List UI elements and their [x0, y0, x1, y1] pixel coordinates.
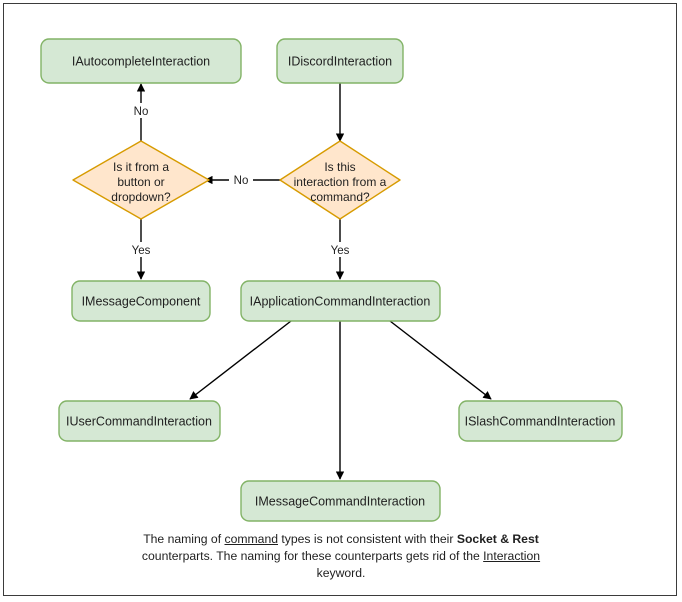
decision-button-line-2: button or: [117, 175, 164, 189]
node-autocomplete-interaction[interactable]: IAutocompleteInteraction: [40, 38, 242, 84]
node-message-component[interactable]: IMessageComponent: [71, 280, 211, 322]
node-slash-command-interaction[interactable]: ISlashCommandInteraction: [458, 400, 623, 442]
node-label-message-component: IMessageComponent: [82, 294, 201, 308]
edge-label-no-left: No: [134, 106, 149, 118]
caption-line3-part1: counterparts gets rid of the: [334, 549, 484, 563]
node-label-app-command: IApplicationCommandInteraction: [250, 294, 431, 308]
caption-line3-part2: keyword.: [316, 566, 366, 580]
caption-line2-rest: counterparts. The naming for these: [141, 549, 332, 563]
edge-decision-command-to-app-command: Yes: [327, 219, 354, 280]
node-discord-interaction[interactable]: IDiscordInteraction: [276, 38, 404, 84]
node-decision-from-command[interactable]: Is this interaction from a command?: [279, 140, 401, 220]
diagram-caption: The naming of command types is not consi…: [141, 531, 541, 582]
edge-label-yes-left: Yes: [132, 245, 151, 257]
decision-button-line-1: Is it from a: [113, 160, 169, 174]
edge-label-yes-right: Yes: [331, 245, 350, 257]
node-user-command-interaction[interactable]: IUserCommandInteraction: [58, 400, 221, 442]
node-label-discord: IDiscordInteraction: [288, 54, 392, 68]
caption-line1-part1: The naming of: [143, 532, 225, 546]
decision-command-line-3: command?: [310, 190, 370, 204]
edge-decision-button-to-autocomplete: No: [129, 83, 153, 141]
caption-line2-bold: Socket & Rest: [456, 532, 539, 546]
edge-decision-command-to-decision-button: No: [204, 172, 281, 187]
node-label-message-command: IMessageCommandInteraction: [255, 494, 425, 508]
caption-line1-underline: command: [224, 532, 278, 546]
caption-line1-part2: types is not consistent with their: [278, 532, 454, 546]
node-application-command-interaction[interactable]: IApplicationCommandInteraction: [240, 280, 441, 322]
edge-app-command-to-slash-command: [389, 320, 492, 400]
node-label-slash-command: ISlashCommandInteraction: [465, 414, 616, 428]
node-decision-button-or-dropdown[interactable]: Is it from a button or dropdown?: [72, 140, 210, 220]
decision-command-line-2: interaction from a: [294, 175, 387, 189]
edge-label-no-middle: No: [234, 175, 249, 187]
node-label-autocomplete: IAutocompleteInteraction: [72, 54, 210, 68]
edge-decision-button-to-message-component: Yes: [128, 219, 155, 280]
decision-button-line-3: dropdown?: [111, 190, 171, 204]
decision-command-line-1: Is this: [324, 160, 355, 174]
caption-line3-underline: Interaction: [483, 549, 541, 563]
edge-app-command-to-user-command: [189, 320, 292, 400]
node-message-command-interaction[interactable]: IMessageCommandInteraction: [240, 480, 441, 522]
node-label-user-command: IUserCommandInteraction: [66, 414, 212, 428]
